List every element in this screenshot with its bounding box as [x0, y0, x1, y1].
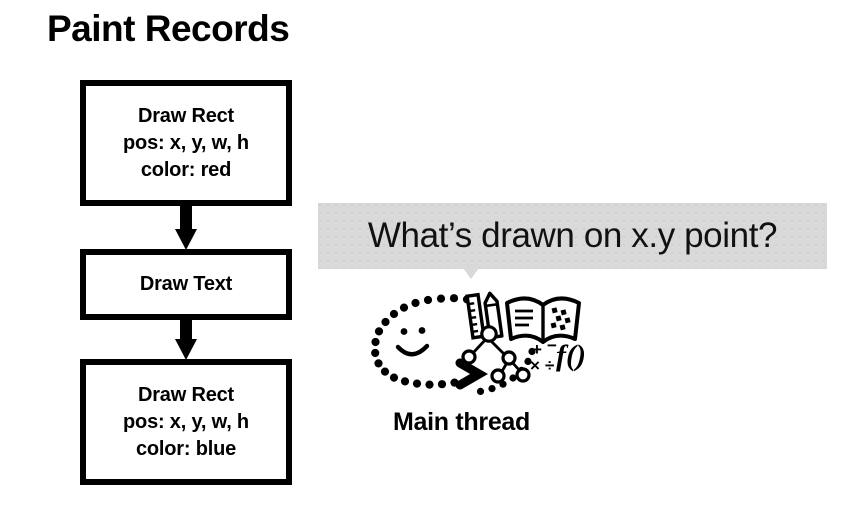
function-notation-icon: f()	[556, 339, 586, 372]
svg-text:×: ×	[530, 356, 540, 375]
open-book-icon	[505, 296, 581, 344]
flow-arrow-down-2	[175, 320, 197, 360]
record-line-color: color: red	[140, 158, 232, 181]
paint-record-box-draw-text: Draw Text	[80, 249, 292, 320]
arrow-shaft	[180, 320, 192, 340]
main-thread-label: Main thread	[393, 408, 530, 436]
paint-record-box-draw-rect-red: Draw Rect pos: x, y, w, h color: red	[80, 80, 292, 206]
question-text: What’s drawn on x.y point?	[367, 216, 778, 255]
svg-text:−: −	[547, 336, 557, 355]
arrow-head	[175, 339, 197, 360]
math-symbols-icon: + − × ÷	[530, 336, 557, 375]
record-line-title: Draw Rect	[137, 104, 234, 127]
svg-text:f(): f()	[556, 339, 586, 372]
record-line-title: Draw Text	[139, 273, 233, 295]
arrow-shaft	[180, 206, 192, 230]
record-line-pos: pos: x, y, w, h	[123, 131, 249, 154]
speech-bubble-tail-icon	[463, 268, 479, 279]
record-line-color: color: blue	[135, 437, 237, 460]
arrow-head	[175, 229, 197, 250]
chevron-nose-icon	[455, 358, 488, 390]
record-line-title: Draw Rect	[137, 383, 234, 406]
page-title: Paint Records	[47, 8, 290, 49]
main-thread-thinker-illustration: + − × ÷ f()	[360, 283, 590, 398]
ruler-icon	[465, 292, 486, 340]
tree-diagram-icon	[461, 325, 531, 384]
svg-text:+: +	[532, 340, 542, 359]
smiley-face-icon	[395, 327, 430, 357]
record-line-pos: pos: x, y, w, h	[123, 410, 249, 433]
svg-text:÷: ÷	[545, 356, 554, 375]
paint-record-box-draw-rect-blue: Draw Rect pos: x, y, w, h color: blue	[80, 359, 292, 485]
question-speech-bubble: What’s drawn on x.y point?	[318, 203, 827, 269]
flow-arrow-down-1	[175, 206, 197, 250]
